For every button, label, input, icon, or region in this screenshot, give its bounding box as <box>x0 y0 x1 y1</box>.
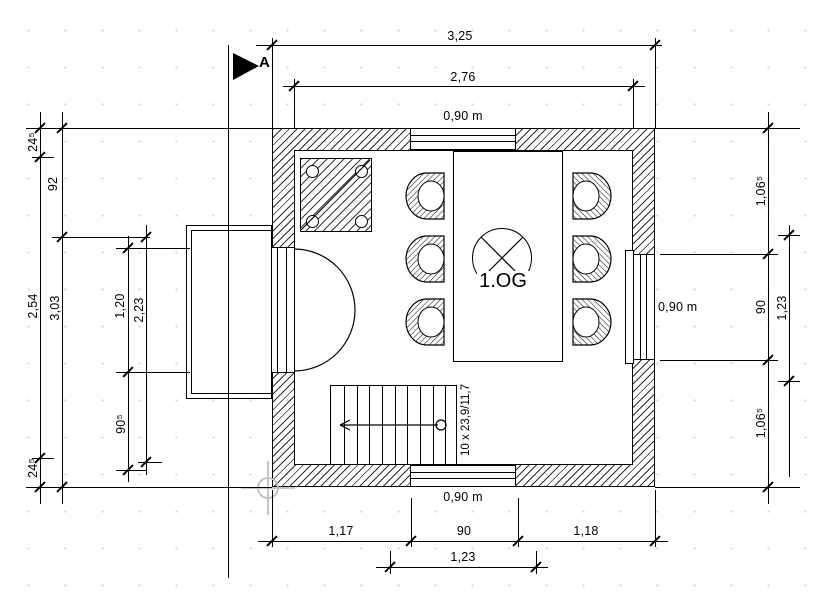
extension-line <box>778 235 800 236</box>
dim-label-bottom-window-width: 0,90 m <box>443 490 483 504</box>
extension-line <box>660 360 778 361</box>
stove-burner-icon <box>355 165 368 178</box>
extension-line <box>32 458 54 459</box>
dim-label-bottom-right: 1,18 <box>573 524 599 538</box>
extension-line <box>272 490 273 547</box>
dim-label-top-inner: 2,76 <box>450 70 476 84</box>
extension-line <box>655 490 656 547</box>
extension-line <box>655 487 800 488</box>
dim-label-right-window-width: 0,90 m <box>658 300 698 314</box>
window-glass-line <box>410 141 516 142</box>
dim-label-right-top: 1,06⁵ <box>754 175 768 207</box>
window-glass-line <box>646 254 647 360</box>
door-swing <box>293 248 356 372</box>
dimension-line <box>256 45 662 46</box>
extension-line <box>294 79 295 128</box>
dim-label-right-window-outer: 1,23 <box>775 295 789 321</box>
extension-line <box>660 254 778 255</box>
extension-line <box>518 498 519 547</box>
stove-burner-icon <box>306 165 319 178</box>
dimension-line <box>40 112 41 504</box>
dimension-line <box>789 225 790 477</box>
section-label: A <box>259 54 270 71</box>
dimension-line <box>258 541 668 542</box>
section-arrow-icon <box>233 53 259 80</box>
window-glass-line <box>410 135 516 136</box>
dim-label-left-balcony: 2,23 <box>132 297 146 323</box>
dimension-line <box>128 236 129 482</box>
extension-line <box>272 38 273 128</box>
chair-icon <box>405 298 445 346</box>
balcony-railing <box>191 230 272 394</box>
dim-label-right-bottom: 1,06⁵ <box>754 407 768 439</box>
door-frame-line <box>286 247 287 373</box>
extension-line <box>26 128 272 129</box>
extension-line <box>655 38 656 128</box>
dim-label-left-door: 1,20 <box>113 293 127 319</box>
dim-label-top-window: 0,90 m <box>443 109 483 123</box>
dimension-line <box>376 567 548 568</box>
window-glass-line <box>640 254 641 360</box>
stove-diagonal <box>300 159 371 231</box>
extension-line <box>633 79 634 128</box>
extension-line <box>655 128 800 129</box>
window-bottom <box>410 465 516 487</box>
door-opening <box>272 247 294 373</box>
dim-label-right-window: 90 <box>754 299 768 315</box>
dimension-line <box>62 112 63 504</box>
extension-line <box>116 372 190 373</box>
dim-label-left-wall-top: 24⁵ <box>26 132 40 152</box>
stair-annotation: 10 x 23,9/11,7 <box>460 383 472 457</box>
extension-line <box>52 237 150 238</box>
dim-label-bottom-window: 90 <box>456 524 472 538</box>
extension-line <box>116 470 146 471</box>
dim-label-left-90-5: 90⁵ <box>114 414 128 434</box>
stove-burner-icon <box>355 215 368 228</box>
section-line <box>228 45 229 578</box>
stair-walk-line <box>339 419 447 431</box>
extension-line <box>536 551 537 574</box>
balcony <box>186 225 272 399</box>
room-stamp-label: 1.OG <box>477 271 529 291</box>
chair-icon <box>405 235 445 283</box>
extension-line <box>116 248 190 249</box>
dim-label-left-wall-bottom: 24⁵ <box>26 458 40 478</box>
dimension-line <box>768 112 769 504</box>
window-glass-line <box>410 472 516 473</box>
dimension-line <box>283 86 645 87</box>
dimension-line <box>146 225 147 475</box>
chair-icon <box>572 172 612 220</box>
dim-label-left-inner: 2,54 <box>26 293 40 319</box>
dim-label-bottom-window-outer: 1,23 <box>450 550 476 564</box>
extension-line <box>32 157 54 158</box>
chair-icon <box>405 172 445 220</box>
dim-label-top-total: 3,25 <box>447 29 473 43</box>
watermark-crosshair-icon <box>241 461 295 515</box>
window-top <box>410 128 516 150</box>
door-frame-line <box>277 247 278 373</box>
extension-line <box>390 551 391 574</box>
extension-line <box>778 381 800 382</box>
extension-line <box>411 498 412 547</box>
stove-burner-icon <box>306 215 319 228</box>
extension-line <box>138 462 162 463</box>
extension-line <box>26 487 272 488</box>
window-glass-line <box>410 478 516 479</box>
window-right <box>633 254 655 360</box>
chair-icon <box>572 235 612 283</box>
dim-label-left-92: 92 <box>46 176 60 192</box>
chair-icon <box>572 298 612 346</box>
dim-label-bottom-left: 1,17 <box>328 524 354 538</box>
dim-label-left-total: 3,03 <box>48 295 62 321</box>
